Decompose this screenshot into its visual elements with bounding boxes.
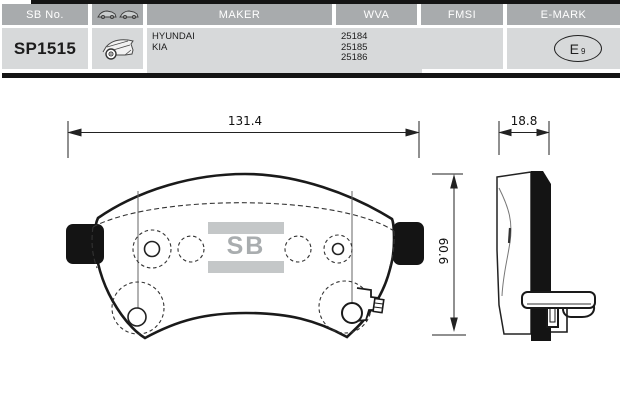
front-axle-car-icon: [102, 38, 134, 60]
table-bottom-rule: [2, 73, 620, 78]
height-dimension-label: 60.6: [436, 237, 450, 265]
maker-line: HYUNDAI: [152, 31, 195, 42]
cell-axle-position: [92, 28, 143, 69]
watermark-bar: [208, 261, 284, 273]
wva-number: 25186: [341, 52, 368, 63]
header-fmsi: FMSI: [421, 4, 503, 25]
dimension-width: [67, 121, 420, 158]
side-view: [496, 171, 596, 341]
header-wva: WVA: [336, 4, 417, 25]
cell-wva: 25184 25185 25186: [336, 28, 422, 73]
maker-line: KIA: [152, 41, 168, 53]
dashed-holes: [111, 229, 372, 335]
header-maker-label: MAKER: [218, 8, 261, 21]
header-e-mark: E-MARK: [507, 4, 620, 25]
front-view: [66, 172, 424, 340]
cell-fmsi: [421, 28, 503, 69]
cell-e-mark: E 9: [507, 28, 620, 69]
header-fmsi-label: FMSI: [447, 8, 477, 21]
brand-watermark: SB: [226, 232, 266, 260]
friction-boundary-dashed: [91, 202, 395, 270]
pad-outline: [93, 172, 396, 340]
dimension-thickness: [498, 121, 550, 155]
header-sb-no: SB No.: [2, 4, 88, 25]
front-and-rear-cars-icon: [96, 10, 139, 19]
header-e-mark-label: E-MARK: [540, 8, 587, 21]
table-top-rule: [31, 0, 620, 4]
e-mark-letter: E: [569, 40, 579, 57]
cell-maker: HYUNDAI KIA: [147, 28, 337, 73]
wva-number: 25184: [341, 31, 368, 42]
e-mark-badge: E 9: [553, 35, 602, 62]
right-abutment-tab: [393, 222, 424, 265]
side-friction-material: [496, 171, 532, 335]
side-wear-clip: [521, 291, 596, 309]
header-sb-no-label: SB No.: [26, 8, 64, 21]
header-wva-label: WVA: [363, 8, 390, 21]
wva-number: 25185: [341, 41, 368, 53]
header-axle-position: [92, 4, 143, 25]
part-number: SP1515: [13, 38, 77, 58]
left-abutment-tab: [66, 224, 104, 264]
width-dimension-label: 131.4: [227, 114, 263, 128]
header-maker: MAKER: [147, 4, 332, 25]
watermark-bar: [208, 222, 284, 234]
wear-indicator-clip: [341, 287, 385, 324]
solid-holes: [127, 240, 345, 327]
cell-sb-no: SP1515: [2, 28, 88, 69]
e-mark-number: 9: [580, 47, 586, 56]
thickness-dimension-label: 18.8: [510, 114, 538, 128]
dimension-height: [432, 173, 466, 336]
